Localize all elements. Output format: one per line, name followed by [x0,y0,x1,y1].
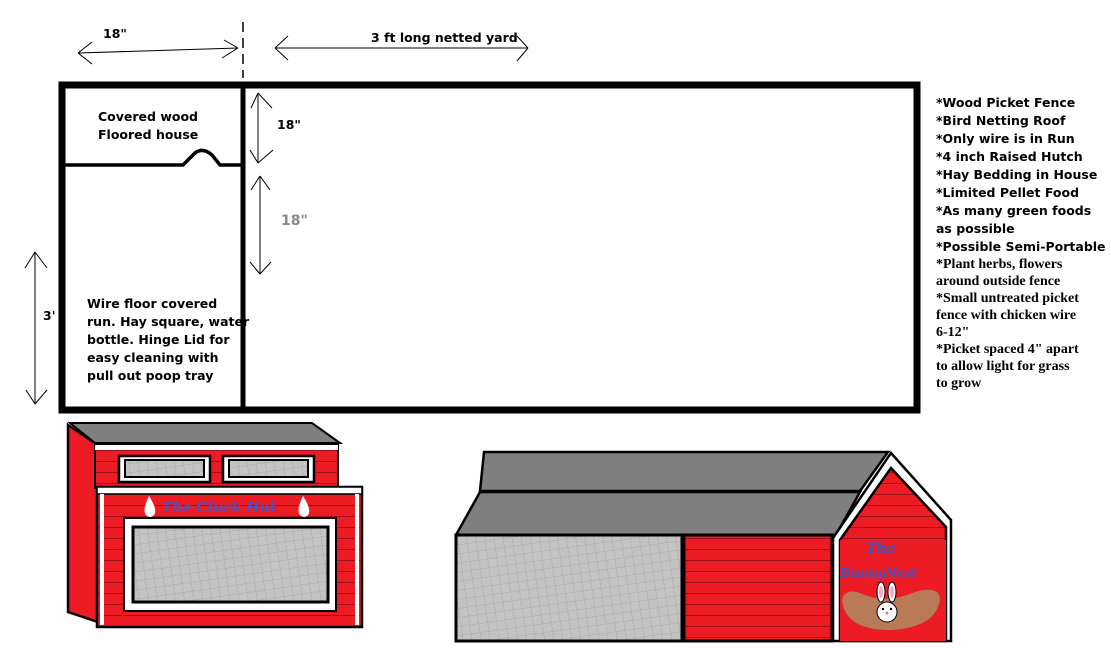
egg-icon [144,496,156,517]
run-label-line: easy cleaning with [87,350,219,365]
bunny-icon [876,581,898,623]
note-item: *Wood Picket Fence [936,95,1076,110]
dimension-arrow-house-height [249,92,274,164]
house-height-label: 18" [277,117,301,132]
note-item: 6-12" [936,325,970,340]
house-floor-line-with-door [64,148,243,167]
depth-label: 3' [43,308,56,323]
bunny-nest-sign-line1: The [866,541,896,557]
run-height-label: 18" [281,213,308,229]
note-item: *Picket spaced 4" apart [936,342,1079,357]
dimension-arrow-yard-length [274,35,529,62]
run-label-line: Wire floor covered [87,296,218,311]
note-item: *Limited Pellet Food [936,185,1080,200]
house-label-line: Covered wood [98,109,198,124]
note-item: fence with chicken wire [936,308,1077,323]
note-item: around outside fence [936,274,1061,289]
bunny-nest-drawing [453,450,953,643]
note-item: *Hay Bedding in House [936,167,1098,182]
house-area-label: Covered wood Floored house [98,108,198,144]
cluck-hut-sign: The Cluck Hut [162,500,276,516]
run-label-line: run. Hay square, water [87,314,250,329]
dimension-arrow-house-width [77,39,239,65]
bunny-nest-sign-line2: BunnyNest [840,565,918,580]
house-label-line: Floored house [98,127,199,142]
run-area-label: Wire floor covered run. Hay square, wate… [87,295,249,385]
note-item: *Possible Semi-Portable [936,239,1106,254]
note-item: as possible [936,221,1015,236]
egg-icon [298,496,310,517]
note-item: *As many green foods [936,203,1092,218]
note-item: *4 inch Raised Hutch [936,149,1083,164]
notes-list: *Wood Picket Fence *Bird Netting Roof *O… [936,94,1106,392]
note-item: to grow [936,376,982,391]
note-item: to allow light for grass [936,359,1070,374]
note-item: *Plant herbs, flowers [936,257,1063,272]
note-item: *Bird Netting Roof [936,113,1066,128]
plan-outline [58,81,921,414]
note-item: *Only wire is in Run [936,131,1075,146]
cluck-hut-drawing [66,422,364,629]
run-label-line: bottle. Hinge Lid for [87,332,230,347]
yard-length-label: 3 ft long netted yard [371,30,518,45]
house-width-label: 18" [103,26,127,41]
dimension-arrow-depth [24,251,48,405]
note-item: *Small untreated picket [936,291,1079,306]
run-label-line: pull out poop tray [87,368,214,383]
dimension-arrow-run-height [249,175,272,275]
